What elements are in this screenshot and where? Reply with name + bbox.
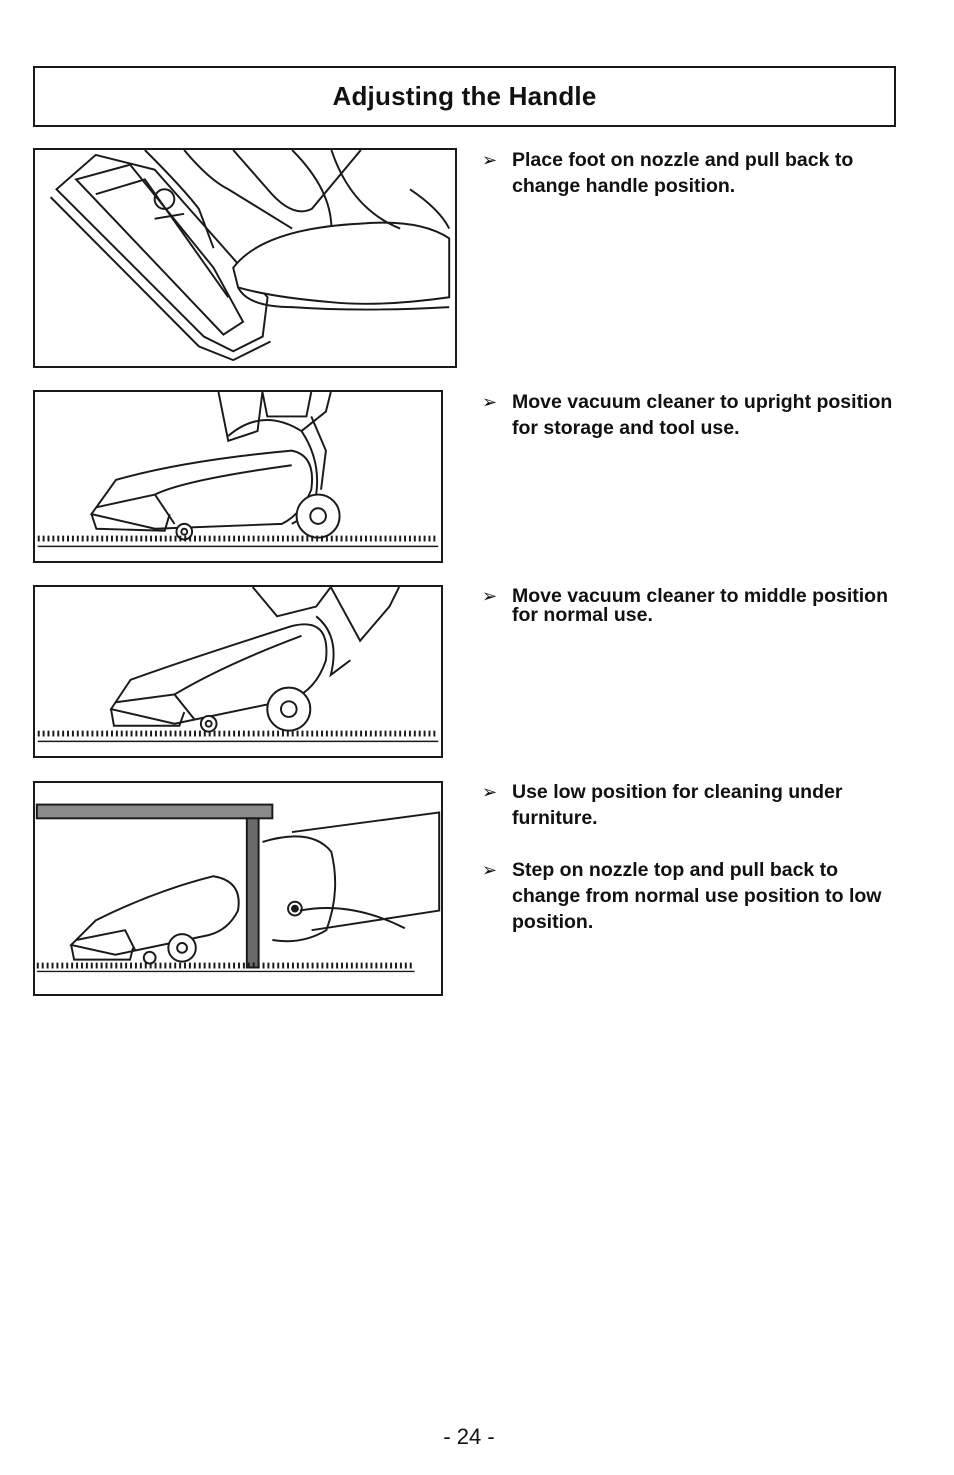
page-number: - 24 - [443, 1424, 495, 1449]
section-title-box: Adjusting the Handle [33, 66, 896, 127]
instruction-block-3: ➢ Move vacuum cleaner to middle position… [482, 585, 902, 626]
arrow-bullet-icon: ➢ [482, 586, 498, 606]
instruction-text: Move vacuum cleaner to upright position … [512, 391, 893, 439]
instruction-bullet: ➢ Use low position for cleaning under fu… [482, 779, 902, 831]
instruction-bullet: ➢ Step on nozzle top and pull back to ch… [482, 857, 902, 935]
instruction-bullet: ➢ Place foot on nozzle and pull back to … [482, 147, 902, 199]
instruction-text: Place foot on nozzle and pull back to ch… [512, 149, 854, 197]
vacuum-middle-position-illustration [33, 585, 443, 758]
arrow-bullet-icon: ➢ [482, 392, 498, 412]
instruction-block-4: ➢ Use low position for cleaning under fu… [482, 779, 902, 935]
arrow-bullet-icon: ➢ [482, 782, 498, 802]
arrow-bullet-icon: ➢ [482, 860, 498, 880]
instruction-bullet: ➢ Move vacuum cleaner to middle position… [482, 585, 902, 626]
vacuum-upright-position-illustration [33, 390, 443, 563]
foot-on-nozzle-illustration [33, 148, 457, 368]
instruction-bullet: ➢ Move vacuum cleaner to upright positio… [482, 389, 902, 441]
vacuum-low-position-under-furniture-illustration [33, 781, 443, 996]
arrow-bullet-icon: ➢ [482, 150, 498, 170]
instruction-block-2: ➢ Move vacuum cleaner to upright positio… [482, 389, 902, 441]
instruction-text: Move vacuum cleaner to middle position f… [512, 585, 888, 626]
instruction-text: Use low position for cleaning under furn… [512, 781, 843, 829]
page-title: Adjusting the Handle [332, 81, 597, 111]
instruction-block-1: ➢ Place foot on nozzle and pull back to … [482, 147, 902, 199]
instruction-text: Step on nozzle top and pull back to chan… [512, 859, 882, 933]
